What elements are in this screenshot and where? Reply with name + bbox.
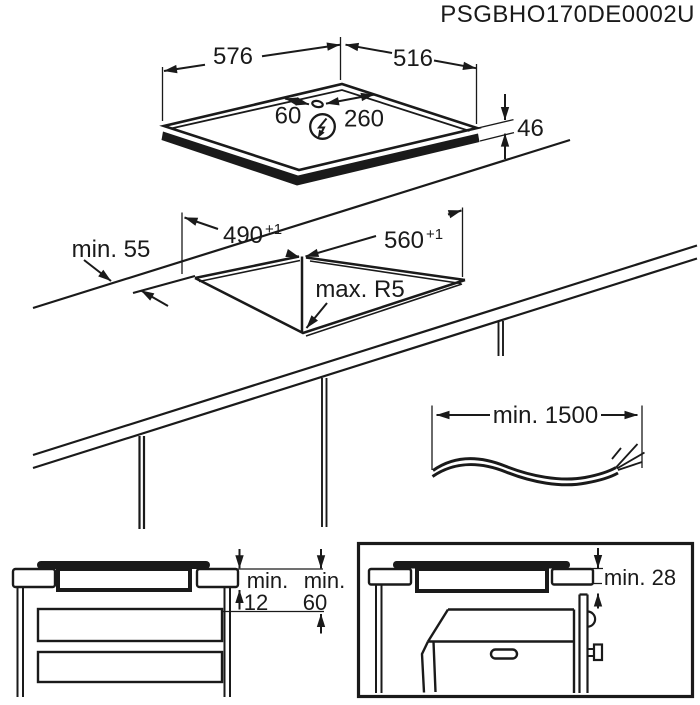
cutout-wall-thickness-line (305, 283, 463, 337)
oven-screw-head (592, 643, 604, 662)
glass-bevel-line (170, 89, 470, 132)
worktop-front-edge-top (32, 244, 698, 457)
dim-tolerance: +1 (265, 221, 282, 238)
model-code: PSGBHO170DE0002U (440, 1, 695, 28)
hob-body-section (56, 567, 192, 592)
dim-line-576 (261, 42, 341, 58)
cable-drawing (431, 443, 645, 487)
oven-door-handle (489, 648, 519, 660)
dim-label-oven-clearance: min. 28 (604, 565, 676, 590)
worktop-section-left (367, 567, 413, 586)
cutout-wall-thickness-line (198, 259, 301, 283)
dim-label-height: 46 (517, 115, 544, 142)
dim-line-260 (325, 92, 375, 106)
drawer-installation-view: min. min. 12 60 (11, 549, 346, 697)
cutout-front-edges (194, 276, 466, 335)
dim-line-60 (284, 97, 310, 106)
ext-line (477, 118, 514, 129)
dim-label-cable-left: 60 (275, 103, 302, 130)
dim-line-516 (433, 59, 477, 70)
clearance-arrow (140, 289, 169, 307)
hob-body-band (161, 131, 480, 186)
cable-wire-ends (611, 443, 645, 471)
dim-label-corner-radius: max. R5 (315, 276, 404, 303)
cutout-back-right-edge (305, 256, 466, 282)
cabinet-posts (138, 321, 504, 529)
oven-side-bump (587, 610, 597, 628)
cable-gland (311, 99, 324, 109)
clearance-arrow (83, 259, 112, 282)
dim-line-560 (447, 209, 462, 219)
hob-body-section (415, 567, 549, 593)
drawer-front (36, 650, 224, 684)
worktop-section-left (11, 567, 57, 589)
cutout-clearance-line (132, 274, 196, 295)
dim-label-depth: 516 (393, 45, 433, 72)
dim-line-560 (305, 235, 377, 258)
radius-arrow (305, 302, 328, 329)
oven-installation-view: min. 28 (356, 541, 695, 699)
cabinet-side-panels (16, 587, 231, 697)
cutout-wall-thickness-line (309, 260, 462, 285)
power-cable-view: min. 1500 (431, 402, 645, 487)
dim-label-width: 576 (213, 43, 253, 70)
worktop-cutout-view: min. 55 490 +1 560 +1 max. R5 (32, 138, 698, 529)
dim-line-490 (285, 249, 300, 258)
dim-line-490 (184, 216, 219, 230)
worktop-front-edge-bottom (32, 257, 698, 470)
built-in-oven (420, 593, 604, 693)
hob-isometric-view: 576 516 60 260 46 (159, 37, 544, 186)
hob-glass-section (37, 561, 210, 569)
hob-glass-top (159, 82, 482, 172)
cabinet-side-panel (375, 584, 383, 693)
electrical-connection-icon (309, 113, 336, 140)
dim-label-cutout-width: 560 (384, 227, 424, 254)
dim-label-cable-length: min. 1500 (493, 402, 598, 429)
dim-value-12: 12 (244, 590, 268, 615)
worktop-section-right (195, 567, 240, 589)
ext-line (592, 567, 603, 585)
dim-line-516 (345, 42, 393, 54)
worktop-section-right (550, 567, 595, 586)
dim-line-576 (163, 63, 206, 74)
dim-label-min: min. (304, 568, 346, 593)
cutout-back-left-edge (194, 255, 300, 280)
drawer-front (36, 607, 224, 643)
figure-frame (356, 541, 695, 699)
oven-side-panel (578, 593, 589, 693)
ext-line (479, 131, 515, 142)
hob-glass-section (393, 561, 570, 569)
dim-label-min: min. (247, 568, 289, 593)
dim-value-60: 60 (303, 590, 327, 615)
dim-label-back-clearance: min. 55 (72, 236, 151, 263)
dim-tolerance: +1 (426, 226, 443, 243)
dim-label-cable-right: 260 (344, 106, 384, 133)
worktop-back-edge (32, 138, 571, 310)
dim-label-cutout-depth: 490 (223, 222, 263, 249)
